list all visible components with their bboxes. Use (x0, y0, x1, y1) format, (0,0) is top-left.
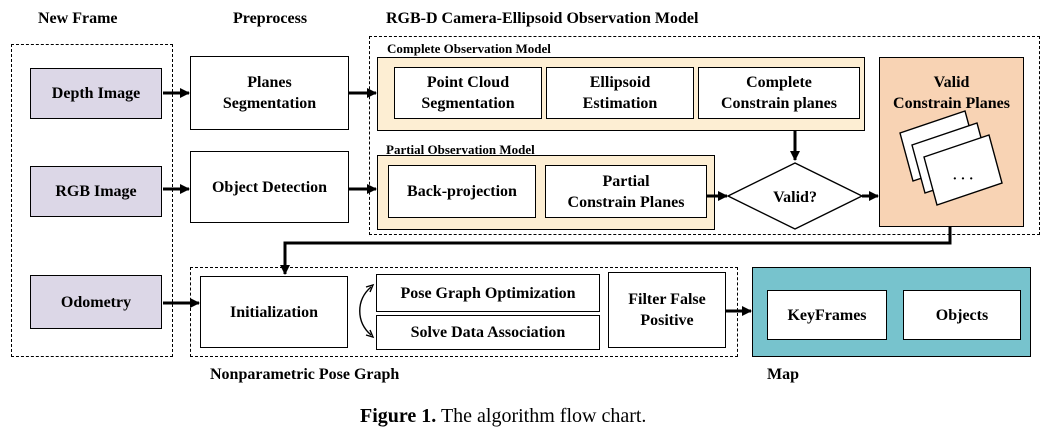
valid-decision-label: Valid? (773, 189, 817, 206)
odometry-box: Odometry (30, 275, 162, 329)
new-frame-title: New Frame (38, 10, 118, 27)
depth-image-box: Depth Image (30, 68, 162, 119)
objects-box: Objects (903, 290, 1021, 340)
back-projection-box: Back-projection (388, 165, 536, 218)
pose-graph-title: Nonparametric Pose Graph (210, 366, 400, 383)
map-title: Map (767, 366, 799, 383)
caption-label: Figure 1. (360, 405, 437, 427)
bidirectional-curve-arrow (359, 286, 372, 336)
object-detection-box: Object Detection (190, 151, 349, 223)
solve-data-association-box: Solve Data Association (376, 315, 600, 350)
figure-caption: Figure 1. The algorithm flow chart. (360, 405, 646, 428)
arrow-feedback-to-init (280, 227, 952, 275)
stacked-planes-icon (899, 110, 1003, 206)
camera-model-group (369, 36, 1040, 235)
partial-model-label: Partial Observation Model (386, 142, 535, 157)
caption-text: The algorithm flow chart. (440, 405, 647, 427)
rgb-image-box: RGB Image (30, 166, 162, 217)
valid-decision-diamond (726, 162, 864, 230)
planes-ellipsis: · · · (952, 172, 973, 187)
pose-graph-optimization-box: Pose Graph Optimization (376, 274, 600, 312)
preprocess-title: Preprocess (233, 10, 308, 27)
camera-model-title: RGB-D Camera-Ellipsoid Observation Model (386, 10, 699, 27)
new-frame-group (11, 44, 173, 357)
complete-model-label: Complete Observation Model (387, 41, 551, 56)
initialization-box: Initialization (200, 276, 348, 348)
keyframes-box: KeyFrames (767, 290, 887, 340)
